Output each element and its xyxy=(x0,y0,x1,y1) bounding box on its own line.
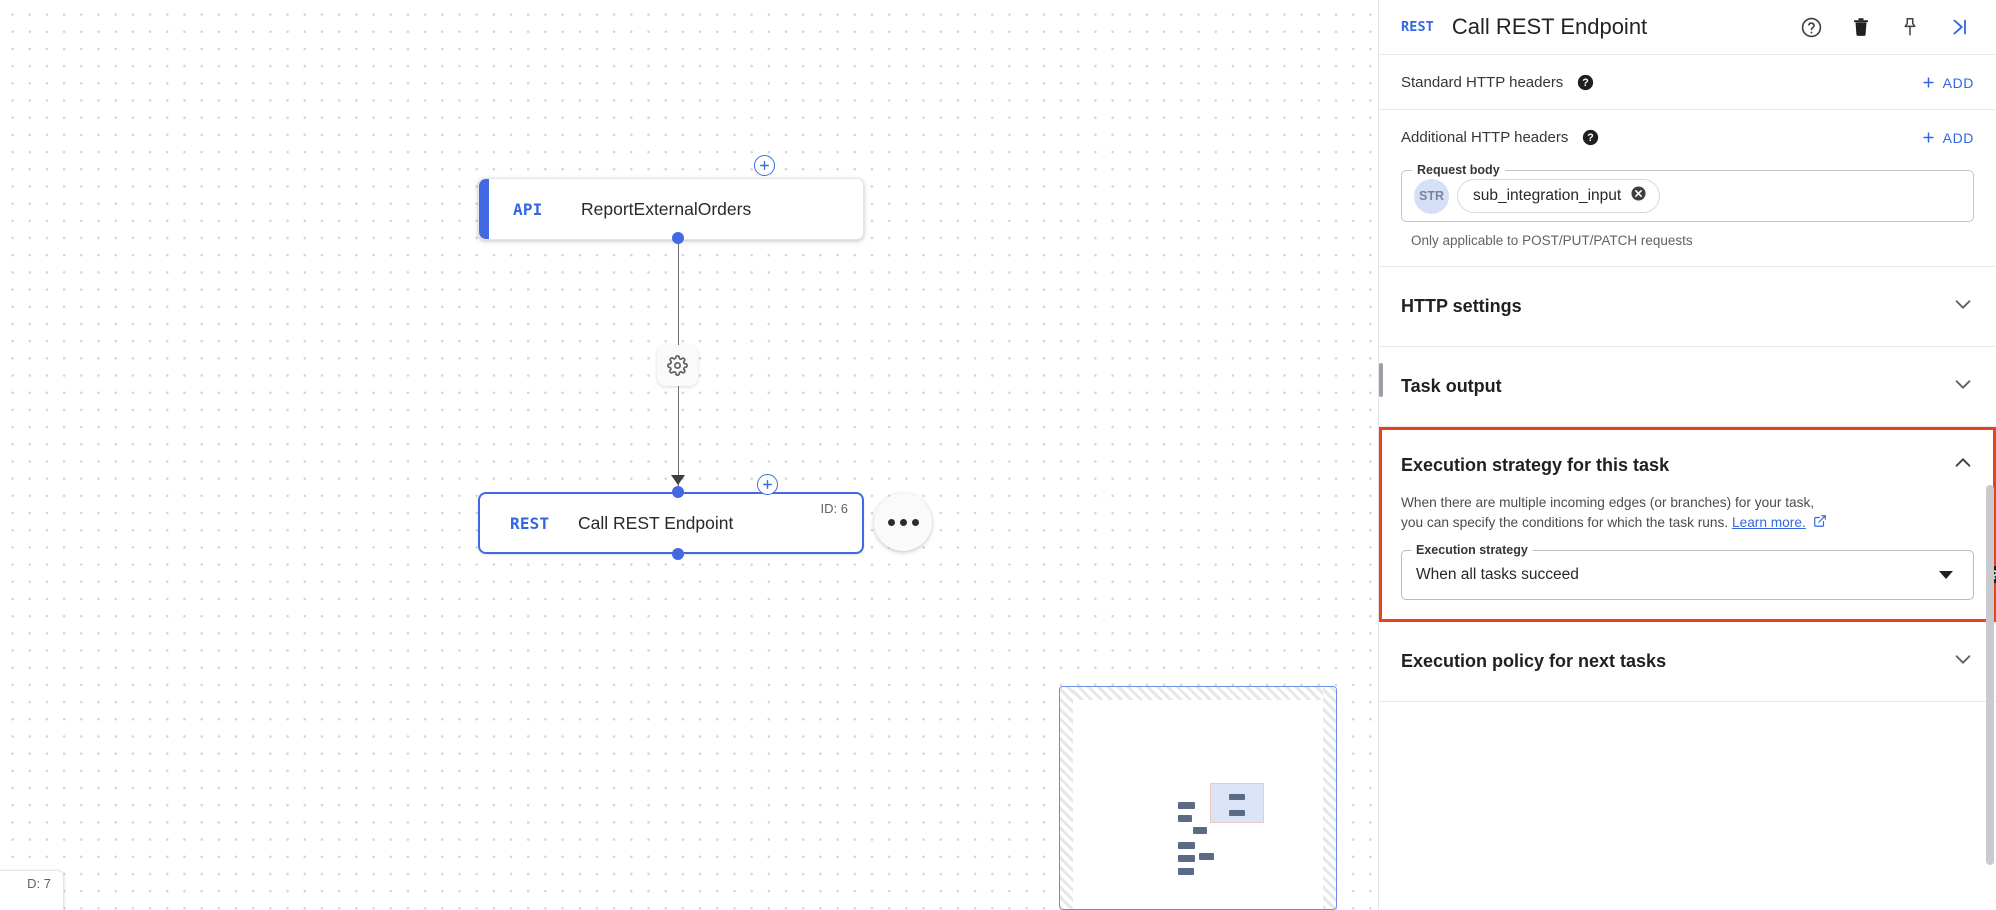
standard-http-headers-label: Standard HTTP headers xyxy=(1401,74,1564,91)
node-output-connector[interactable] xyxy=(672,548,684,560)
node-title: ReportExternalOrders xyxy=(581,198,752,219)
help-icon[interactable]: ? xyxy=(1582,129,1599,146)
plus-circle-icon[interactable] xyxy=(757,474,778,495)
panel-body[interactable]: Standard HTTP headers ? ADD xyxy=(1379,55,1996,910)
plus-circle-icon[interactable] xyxy=(754,155,775,176)
close-icon[interactable] xyxy=(1630,185,1647,207)
learn-more-link[interactable]: Learn more. xyxy=(1731,514,1806,530)
http-settings-title: HTTP settings xyxy=(1401,296,1522,316)
svg-text:?: ? xyxy=(1583,77,1589,89)
gear-icon[interactable] xyxy=(657,345,698,386)
node-type-badge: REST xyxy=(510,513,550,533)
section-task-output[interactable]: Task output xyxy=(1379,347,1996,427)
section-http-settings[interactable]: HTTP settings xyxy=(1379,267,1996,347)
external-link-icon[interactable] xyxy=(1806,515,1827,530)
variable-type-badge: STR xyxy=(1414,178,1449,214)
minimap-hatch-top xyxy=(1060,687,1336,700)
request-body-legend: Request body xyxy=(1412,163,1505,177)
add-standard-header-button[interactable]: ADD xyxy=(1921,75,1974,91)
scroll-position-indicator xyxy=(1379,363,1383,397)
execution-strategy-legend: Execution strategy xyxy=(1411,542,1533,557)
execution-strategy-select[interactable]: Execution strategy When all tasks succee… xyxy=(1401,542,1996,600)
delete-icon[interactable] xyxy=(1850,16,1872,38)
task-type-badge: REST xyxy=(1401,19,1434,35)
page-title: Call REST Endpoint xyxy=(1451,14,1648,39)
add-additional-header-label: ADD xyxy=(1942,129,1974,146)
collapse-panel-icon[interactable] xyxy=(1948,16,1970,38)
request-body-variable-label: sub_integration_input xyxy=(1473,187,1622,204)
minimap-hatch-left xyxy=(1060,687,1073,909)
edge-arrow-icon xyxy=(671,475,685,485)
panel-scrollbar[interactable] xyxy=(1986,485,1994,865)
node-output-connector[interactable] xyxy=(672,232,684,244)
execution-strategy-header[interactable]: Execution strategy for this task xyxy=(1382,430,1993,493)
help-icon[interactable] xyxy=(1800,16,1823,39)
execution-policy-title: Execution policy for next tasks xyxy=(1401,650,1667,671)
minimap-hatch-right xyxy=(1323,687,1336,909)
chevron-up-icon[interactable] xyxy=(1952,452,1974,479)
svg-text:?: ? xyxy=(1588,132,1594,144)
section-execution-strategy[interactable]: Execution strategy for this task When th… xyxy=(1379,427,1996,622)
execution-strategy-title: Execution strategy for this task xyxy=(1401,455,1670,475)
canvas-minimap[interactable] xyxy=(1059,686,1337,910)
more-horizontal-icon[interactable] xyxy=(874,493,932,551)
node-id-label: ID: 6 xyxy=(820,501,848,516)
chevron-down-icon[interactable] xyxy=(1952,373,1974,400)
flow-node-api[interactable]: API ReportExternalOrders xyxy=(478,178,864,240)
execution-strategy-description-line2: you can specify the conditions for which… xyxy=(1401,514,1729,530)
execution-strategy-description: When there are multiple incoming edges (… xyxy=(1382,493,1993,533)
section-execution-policy[interactable]: Execution policy for next tasks xyxy=(1379,622,1996,702)
additional-http-headers-label: Additional HTTP headers xyxy=(1401,129,1569,146)
standard-http-headers-row: Standard HTTP headers ? ADD xyxy=(1379,55,1996,110)
request-body-helper-text: Only applicable to POST/PUT/PATCH reques… xyxy=(1411,233,1693,248)
execution-strategy-description-line1: When there are multiple incoming edges (… xyxy=(1401,495,1815,510)
flow-canvas[interactable]: API ReportExternalOrders REST Call REST … xyxy=(0,0,1378,910)
node-type-badge: API xyxy=(513,199,543,219)
node-id-label: D: 7 xyxy=(27,876,51,891)
panel-header: REST Call REST Endpoint xyxy=(1379,0,1996,55)
task-output-title: Task output xyxy=(1401,376,1502,396)
pin-icon[interactable] xyxy=(1899,16,1921,38)
request-body-field[interactable]: Request body STR sub_integration_input xyxy=(1401,163,1974,222)
chevron-down-icon[interactable] xyxy=(1952,293,1974,320)
node-title: Call REST Endpoint xyxy=(578,512,734,533)
flow-node-partial[interactable]: D: 7 xyxy=(0,870,64,910)
help-icon[interactable]: ? xyxy=(1577,74,1594,91)
chevron-down-icon[interactable] xyxy=(1952,648,1974,675)
add-additional-header-button[interactable]: ADD xyxy=(1921,130,1974,146)
task-config-panel: REST Call REST Endpoint xyxy=(1378,0,1996,910)
request-body-variable-chip[interactable]: sub_integration_input xyxy=(1457,179,1661,213)
add-standard-header-label: ADD xyxy=(1942,74,1974,91)
minimap-viewport[interactable] xyxy=(1210,783,1264,823)
chevron-down-icon[interactable] xyxy=(1939,570,1953,579)
execution-strategy-value: When all tasks succeed xyxy=(1416,565,1579,583)
additional-http-headers-row: Additional HTTP headers ? ADD xyxy=(1379,110,1996,267)
flow-node-rest[interactable]: REST Call REST Endpoint ID: 6 xyxy=(478,492,864,554)
node-input-connector[interactable] xyxy=(672,486,684,498)
